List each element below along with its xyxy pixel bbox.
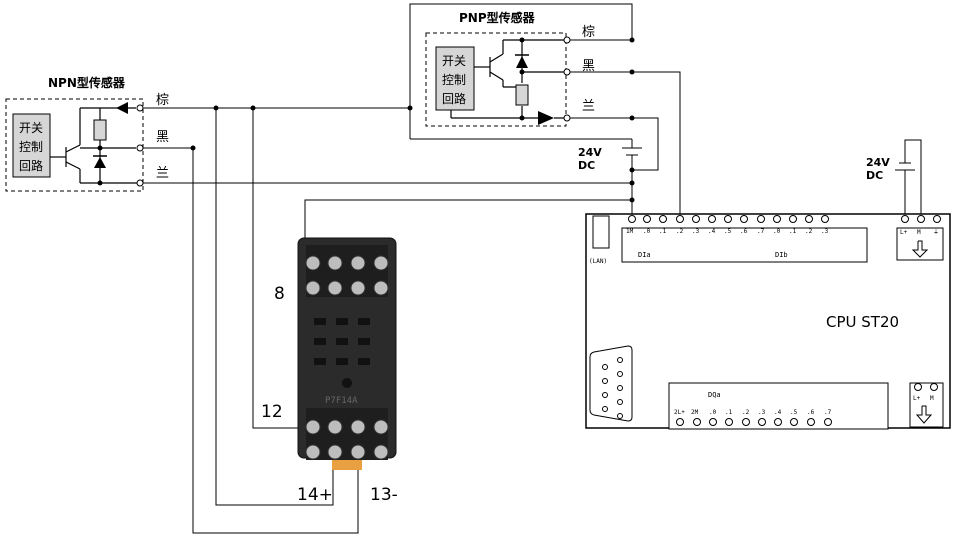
- relay-pin-14-label: 14+: [297, 485, 333, 505]
- out-power-terminal-label: L+: [913, 395, 921, 402]
- power-out-block: [909, 382, 944, 428]
- power-in-arrow-icon: [911, 240, 929, 258]
- pnp-resistor: [515, 84, 529, 106]
- di-terminal-label: .4: [708, 228, 716, 235]
- npn-sensor-title: NPN型传感器: [48, 75, 126, 90]
- relay-pin-13-label: 13-: [370, 485, 398, 505]
- pnp-sensor-dashed-box: [425, 32, 567, 127]
- lan-label: (LAN): [589, 258, 607, 265]
- relay-bottom-screws: [305, 419, 389, 460]
- di-terminal-label: .2: [805, 228, 813, 235]
- sensor-supply-type: DC: [578, 159, 595, 172]
- pnp-block-line-2: 控制: [442, 73, 466, 87]
- power-out-arrow-icon: [915, 405, 933, 424]
- dq-terminal-label: .5: [790, 409, 798, 416]
- power-terminal-label: M: [917, 229, 921, 236]
- di-terminal-label: .7: [757, 228, 765, 235]
- dqa-label: DQa: [708, 391, 721, 399]
- dq-terminal-label: .3: [758, 409, 766, 416]
- cpu-label: CPU ST20: [826, 313, 899, 331]
- pnp-brown-terminal: [563, 36, 571, 44]
- dq-terminal-label: 2L+: [674, 409, 685, 416]
- relay-pin-8-label: 8: [274, 284, 285, 304]
- di-terminal-label: .5: [724, 228, 732, 235]
- pnp-sensor: PNP型传感器 开关 控制 回路: [425, 10, 595, 127]
- dq-terminal-label: .0: [709, 409, 717, 416]
- dq-terminal-label: .4: [774, 409, 782, 416]
- relay-body-text: P7F14A: [325, 396, 358, 406]
- npn-wire-blue-label: 兰: [156, 166, 169, 181]
- npn-block-line-1: 开关: [19, 121, 43, 135]
- pnp-sensor-title: PNP型传感器: [459, 10, 536, 25]
- npn-brown-terminal: [136, 104, 144, 112]
- dq-terminal-label: .2: [742, 409, 750, 416]
- relay-socket: P7F14A: [297, 237, 397, 470]
- npn-black-terminal: [136, 144, 144, 152]
- di-terminal-label: .2: [676, 228, 684, 235]
- pnp-diode: [516, 56, 528, 68]
- dia-label: DIa: [638, 251, 651, 259]
- di-terminal-label: .1: [659, 228, 667, 235]
- npn-internal-circuit: [50, 107, 138, 184]
- pnp-wire-brown-label: 棕: [582, 25, 595, 40]
- relay-top-screws: [305, 255, 389, 296]
- sensor-supply-voltage: 24V: [578, 146, 602, 159]
- pnp-black-terminal: [563, 68, 571, 76]
- npn-wire-black-label: 黑: [156, 130, 169, 145]
- power-terminal-label: L+: [900, 229, 908, 236]
- npn-block-line-3: 回路: [19, 158, 43, 173]
- npn-diode: [94, 157, 106, 168]
- npn-output-arrow: [116, 102, 128, 114]
- relay-socket-slots: [314, 318, 370, 388]
- dq-terminal-label: .7: [824, 409, 832, 416]
- out-power-terminal-label: M: [930, 395, 934, 402]
- pnp-blue-terminal: [563, 114, 571, 122]
- pnp-output-arrow: [538, 111, 554, 125]
- dq-terminal-label: .1: [725, 409, 733, 416]
- di-terminal-labels: 1M .0 .1 .2 .3 .4 .5 .6 .7 .0 .1 .2 .3: [626, 228, 829, 235]
- pnp-switch-block: [435, 46, 475, 111]
- power-in-block: [896, 227, 944, 261]
- serial-port: [589, 345, 633, 422]
- dib-label: DIb: [775, 251, 788, 259]
- di-terminal-label: .3: [821, 228, 829, 235]
- pnp-block-line-1: 开关: [442, 54, 466, 68]
- plc-cpu: (LAN) 1M .0 .1 .2 .3 .4 .5 .6 .7 .0 .1 .…: [585, 213, 951, 430]
- dq-terminal-label: 2M: [691, 409, 699, 416]
- power-terminal-label: ⏚: [933, 229, 939, 236]
- pnp-internal-circuit: [450, 39, 565, 119]
- di-terminal-label: .3: [692, 228, 700, 235]
- wires: [143, 3, 922, 534]
- npn-block-line-2: 控制: [19, 140, 43, 154]
- pnp-wire-black-label: 黑: [582, 59, 595, 74]
- di-terminal-label: .1: [789, 228, 797, 235]
- di-terminal-label: .6: [740, 228, 748, 235]
- dq-terminal-circles: [676, 418, 832, 426]
- di-terminal-circles: [628, 215, 829, 223]
- npn-sensor-dashed-box: [5, 98, 144, 192]
- di-terminal-label: .0: [773, 228, 781, 235]
- pnp-wire-blue-label: 兰: [582, 99, 595, 114]
- di-terminal-label: .0: [643, 228, 651, 235]
- di-terminal-label: 1M: [626, 228, 634, 235]
- di-block: [621, 227, 868, 263]
- plc-supply-type: DC: [866, 169, 883, 182]
- npn-resistor: [93, 119, 107, 141]
- pnp-block-line-3: 回路: [442, 91, 466, 106]
- dq-terminal-label: .6: [807, 409, 815, 416]
- plc-supply-voltage: 24V: [866, 156, 890, 169]
- lan-port: [592, 215, 610, 249]
- relay-pin-12-label: 12: [261, 402, 283, 422]
- npn-wire-brown-label: 棕: [156, 93, 169, 108]
- npn-blue-terminal: [136, 179, 144, 187]
- npn-sensor: NPN型传感器 开关 控制 回路 棕 黑 兰: [5, 75, 169, 192]
- npn-switch-block: [12, 113, 51, 178]
